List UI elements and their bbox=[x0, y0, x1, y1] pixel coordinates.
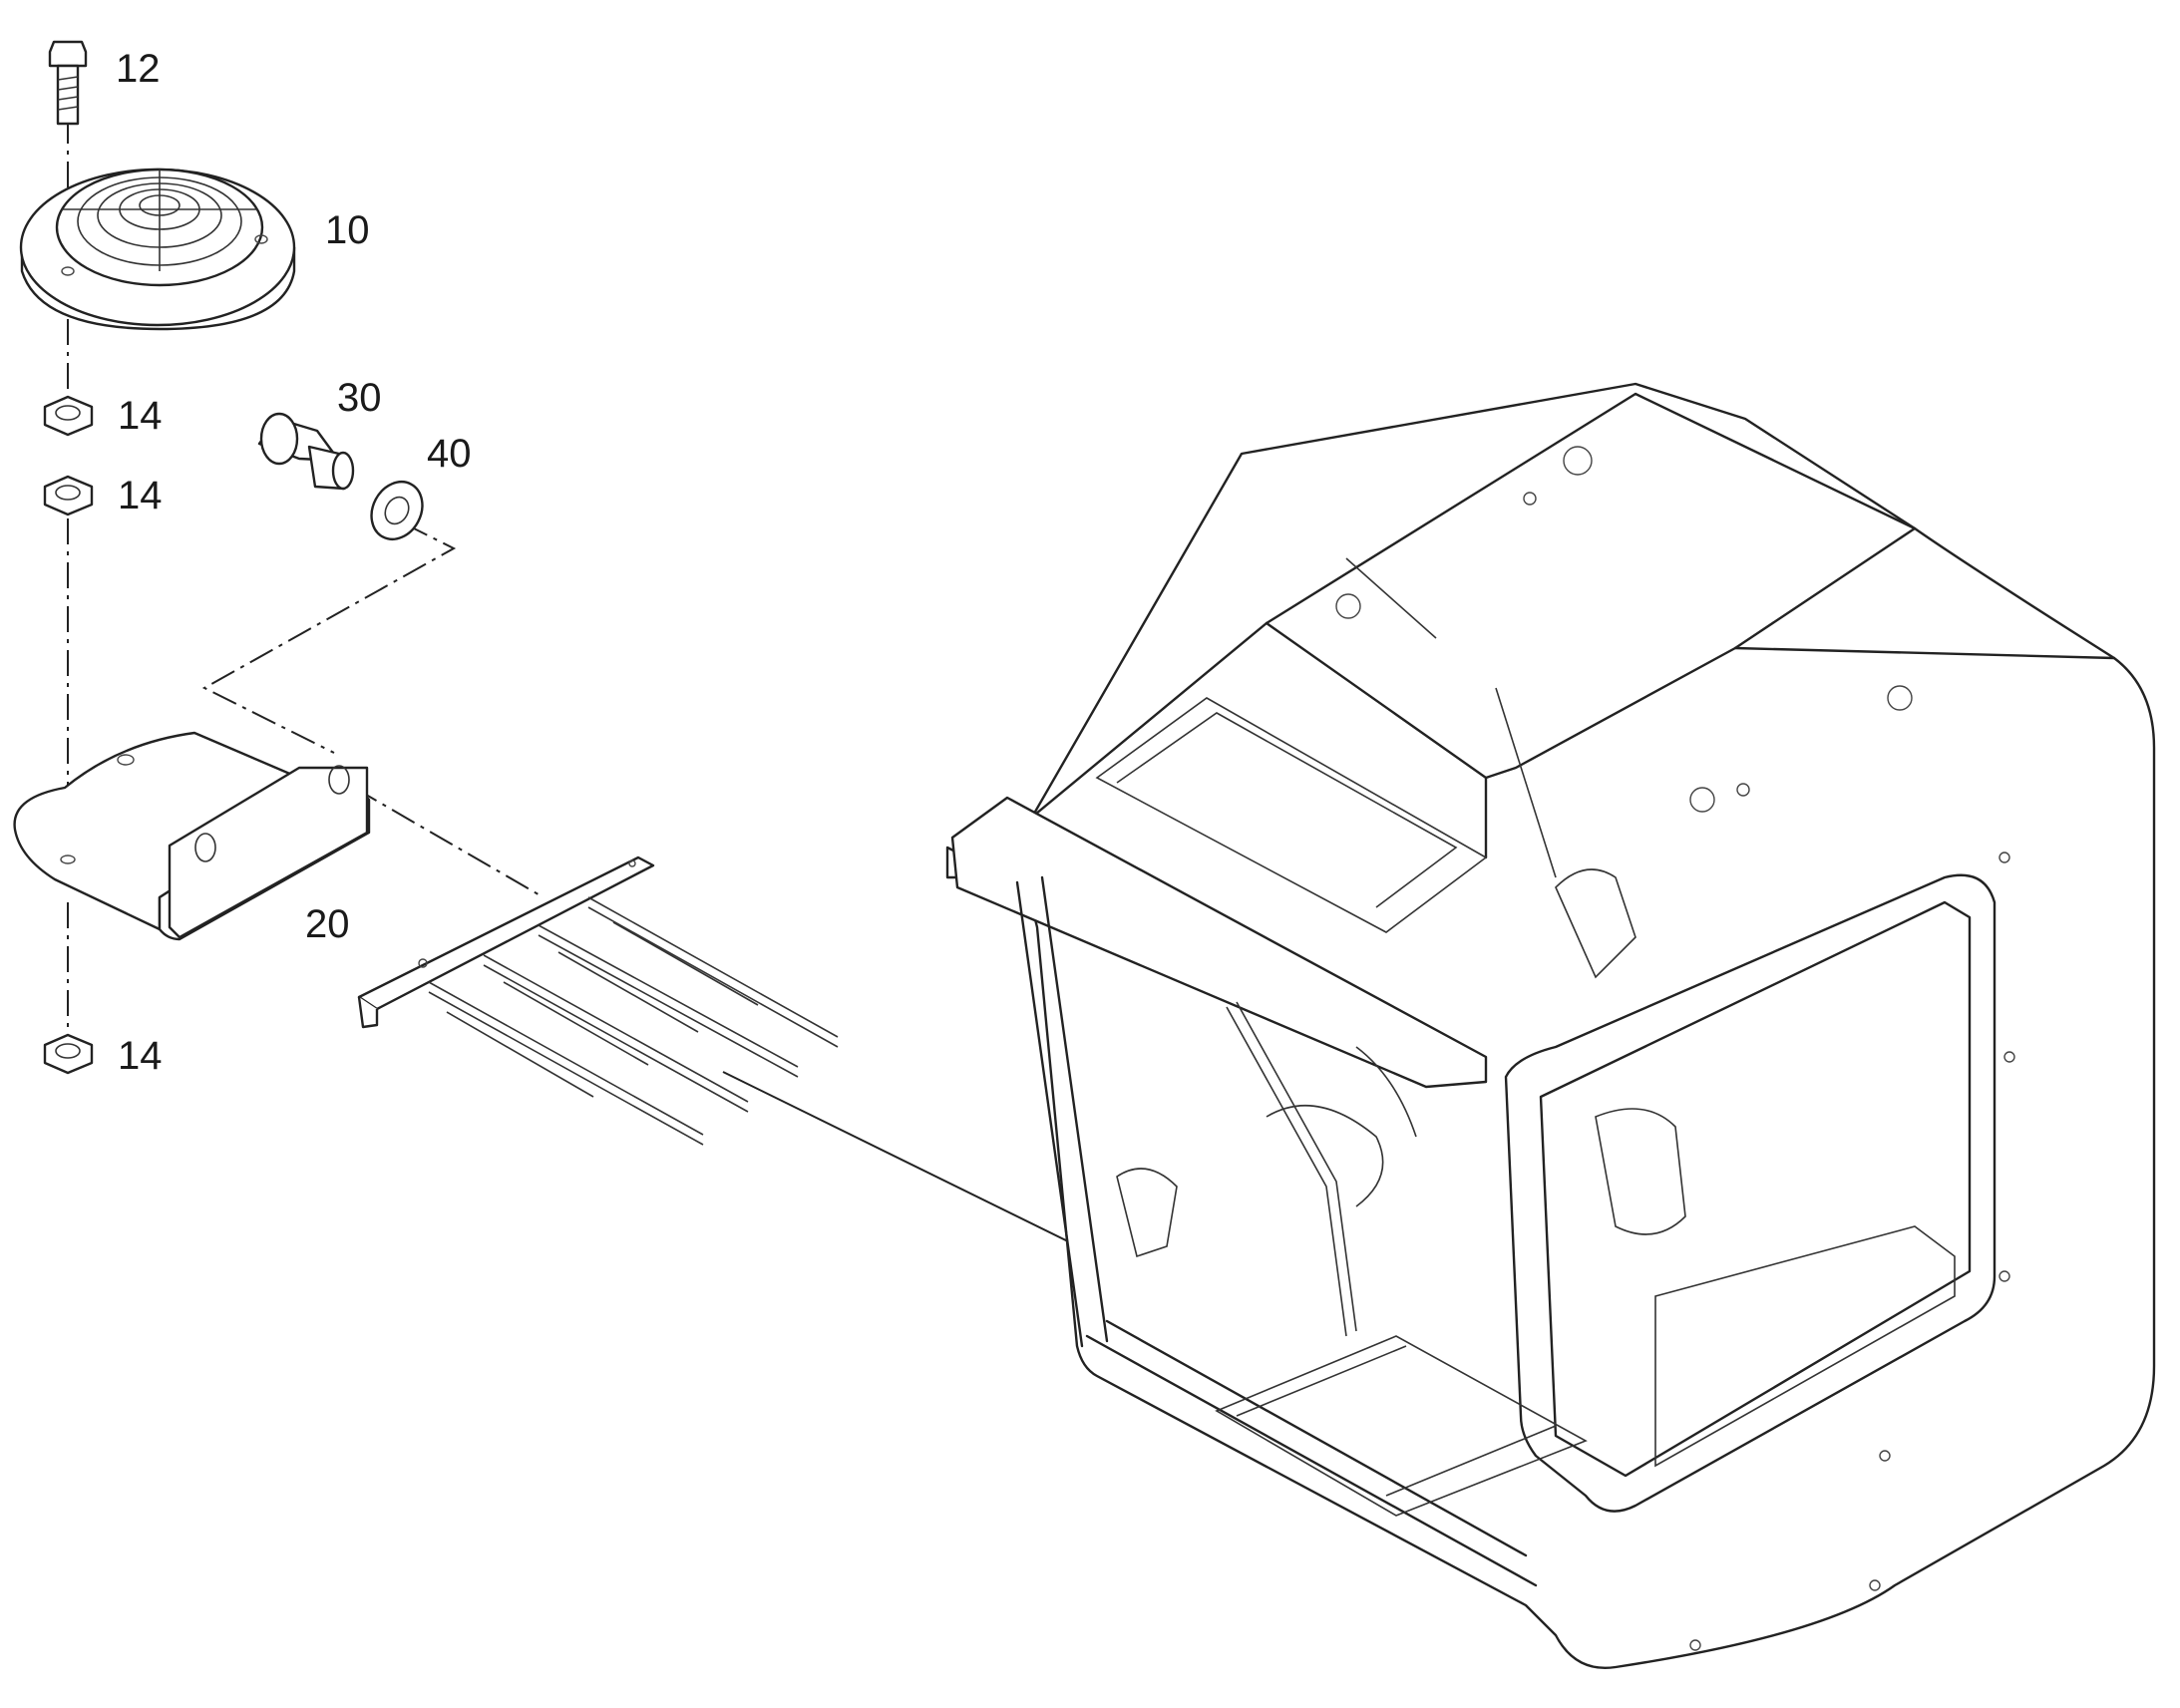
bolt-12 bbox=[48, 40, 88, 126]
operator-cab bbox=[945, 382, 2156, 1669]
washer-40 bbox=[370, 481, 424, 540]
callout-14-lower: 14 bbox=[118, 1034, 163, 1078]
callout-14-upper: 14 bbox=[118, 394, 163, 438]
nut-14-middle bbox=[43, 475, 94, 516]
callout-14-middle: 14 bbox=[118, 474, 163, 517]
callout-30: 30 bbox=[337, 376, 382, 420]
callout-12: 12 bbox=[116, 47, 161, 91]
callout-labels: 12 10 14 14 30 40 20 14 bbox=[116, 47, 472, 1078]
callout-10: 10 bbox=[325, 208, 370, 252]
callout-40: 40 bbox=[427, 432, 472, 476]
nut-14-upper bbox=[43, 395, 94, 437]
connector-30 bbox=[257, 412, 355, 491]
nut-14-lower bbox=[43, 1033, 94, 1075]
horn-grille-10 bbox=[19, 168, 296, 331]
bracket-20 bbox=[13, 731, 371, 941]
radiator-grille bbox=[357, 855, 839, 1146]
callout-20: 20 bbox=[305, 902, 350, 946]
